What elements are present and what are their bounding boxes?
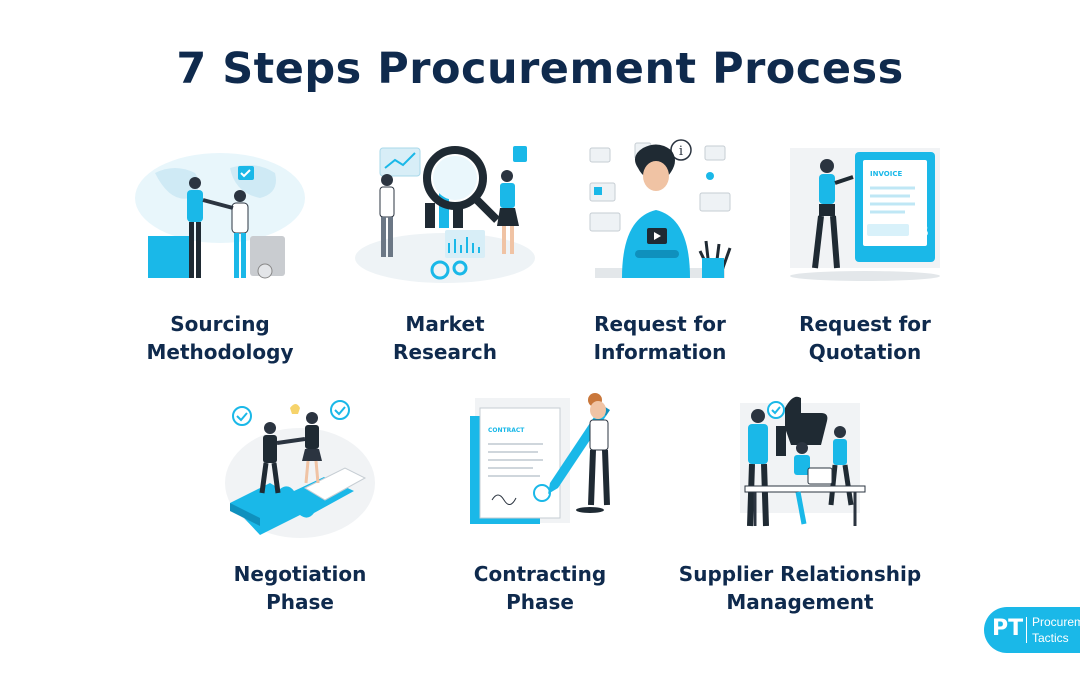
step-label: Negotiation Phase xyxy=(170,560,430,616)
step-label: Supplier Relationship Management xyxy=(650,560,950,616)
step-label-line: Contracting xyxy=(473,562,607,586)
invoice-illustration: INVOICE $ xyxy=(790,148,940,281)
svg-text:$: $ xyxy=(919,224,929,240)
step-label-line: Methodology xyxy=(146,340,294,364)
step-label-line: Phase xyxy=(266,590,334,614)
logo-wordmark-line: Procurement xyxy=(1032,615,1080,629)
step-label: Contracting Phase xyxy=(410,560,670,616)
step-label: Sourcing Methodology xyxy=(90,310,350,366)
team-like-illustration xyxy=(740,396,866,527)
svg-text:CONTRACT: CONTRACT xyxy=(488,427,525,434)
svg-text:i: i xyxy=(679,144,683,159)
step-label-line: Request for xyxy=(594,312,726,336)
step-label-line: Management xyxy=(726,590,874,614)
step-label-line: Sourcing xyxy=(170,312,270,336)
step-label-line: Quotation xyxy=(808,340,922,364)
contract-pen-illustration: CONTRACT xyxy=(470,393,610,524)
logo-divider xyxy=(1026,617,1027,643)
puzzle-handshake-illustration xyxy=(225,400,375,538)
step-label: Market Research xyxy=(315,310,575,366)
information-person-illustration: i xyxy=(589,139,732,278)
step-label-line: Supplier Relationship xyxy=(678,562,922,586)
magnifier-research-illustration xyxy=(355,146,535,283)
step-label: Request for Quotation xyxy=(735,310,995,366)
step-label-line: Research xyxy=(393,340,497,364)
step-label: Request for Information xyxy=(530,310,790,366)
brand-logo: PT Procurement Tactics xyxy=(984,607,1080,653)
handshake-globe-illustration xyxy=(135,153,305,279)
step-label-line: Negotiation xyxy=(233,562,367,586)
svg-text:INVOICE: INVOICE xyxy=(870,170,902,178)
step-label-line: Information xyxy=(593,340,727,364)
logo-mark: PT xyxy=(992,616,1024,641)
page-title: 7 Steps Procurement Process xyxy=(176,44,904,94)
step-label-line: Phase xyxy=(506,590,574,614)
step-label-line: Market xyxy=(405,312,485,336)
logo-wordmark-line: Tactics xyxy=(1032,631,1069,645)
step-label-line: Request for xyxy=(799,312,931,336)
